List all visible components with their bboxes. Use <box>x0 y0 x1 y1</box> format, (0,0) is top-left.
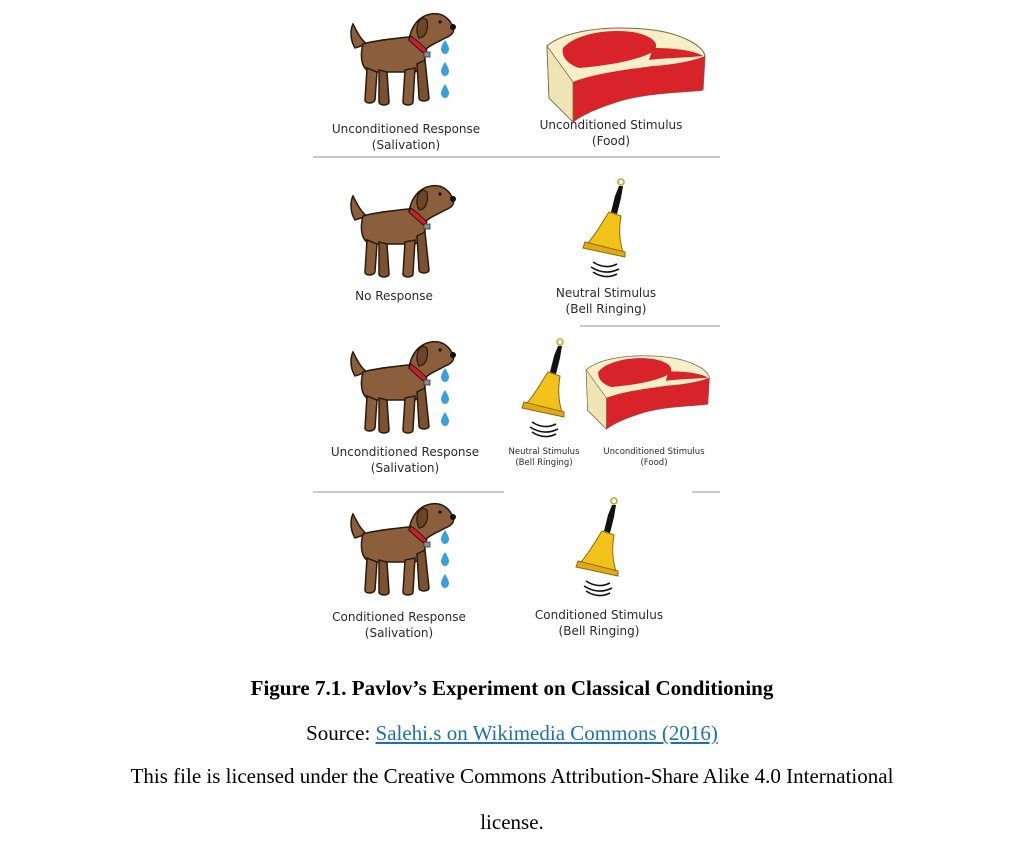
source-link[interactable]: Salehi.s on Wikimedia Commons (2016) <box>375 721 718 745</box>
row1-right-label: Unconditioned Stimulus (Food) <box>540 117 683 149</box>
row-divider <box>692 491 720 493</box>
row1-left-label: Unconditioned Response (Salivation) <box>332 121 480 153</box>
steak-icon <box>585 355 710 430</box>
label-line1: Neutral Stimulus <box>508 447 580 457</box>
label-line2: (Bell Ringing) <box>558 624 640 638</box>
label-line2: (Food) <box>640 458 668 468</box>
row4-right-label: Conditioned Stimulus (Bell Ringing) <box>535 607 663 639</box>
figure-caption-title: Figure 7.1. Pavlov’s Experiment on Class… <box>250 676 774 700</box>
label-line1: Neutral Stimulus <box>555 286 657 300</box>
pavlov-figure: Unconditioned Response (Salivation) Uncon… <box>313 12 720 641</box>
row-divider <box>313 491 504 493</box>
source-prefix: Source: <box>306 721 376 745</box>
label-line1: Unconditioned Response <box>331 122 481 136</box>
dog-salivating-icon <box>350 340 457 434</box>
bell-ringing-icon <box>521 338 565 438</box>
license-line-2: license. <box>480 810 544 834</box>
label-line2: (Salivation) <box>364 626 434 640</box>
row3-food-label: Unconditioned Stimulus(Food) <box>603 447 704 469</box>
label-line2: (Salivation) <box>370 461 440 475</box>
label-line1: Unconditioned Stimulus <box>539 118 683 132</box>
figure-source: Source: Salehi.s on Wikimedia Commons (2… <box>0 721 1024 746</box>
row-divider <box>313 156 720 158</box>
label-line1: No Response <box>355 289 433 303</box>
label-line2: (Food) <box>591 134 631 148</box>
steak-icon <box>546 27 706 123</box>
dog-icon <box>350 184 457 278</box>
row3-neutral-label: Neutral Stimulus(Bell Ringing) <box>508 447 579 469</box>
label-line1: Unconditioned Response <box>330 445 480 459</box>
label-line2: (Bell Ringing) <box>565 302 647 316</box>
row2-right-label: Neutral Stimulus (Bell Ringing) <box>556 285 656 317</box>
label-line1: Unconditioned Stimulus <box>603 447 705 457</box>
row-divider <box>580 325 720 327</box>
bell-ringing-icon <box>575 497 619 597</box>
row3-left-label: Unconditioned Response (Salivation) <box>331 444 479 476</box>
row4-left-label: Conditioned Response (Salivation) <box>332 609 466 641</box>
label-line2: (Bell Ringing) <box>515 458 573 468</box>
dog-salivating-icon <box>350 502 457 596</box>
row2-left-label: No Response <box>355 288 433 304</box>
license-line-1: This file is licensed under the Creative… <box>130 764 894 788</box>
dog-salivating-icon <box>350 12 457 106</box>
label-line1: Conditioned Stimulus <box>534 608 664 622</box>
bell-ringing-icon <box>582 178 626 278</box>
label-line1: Conditioned Response <box>332 610 466 624</box>
label-line2: (Salivation) <box>371 138 441 152</box>
